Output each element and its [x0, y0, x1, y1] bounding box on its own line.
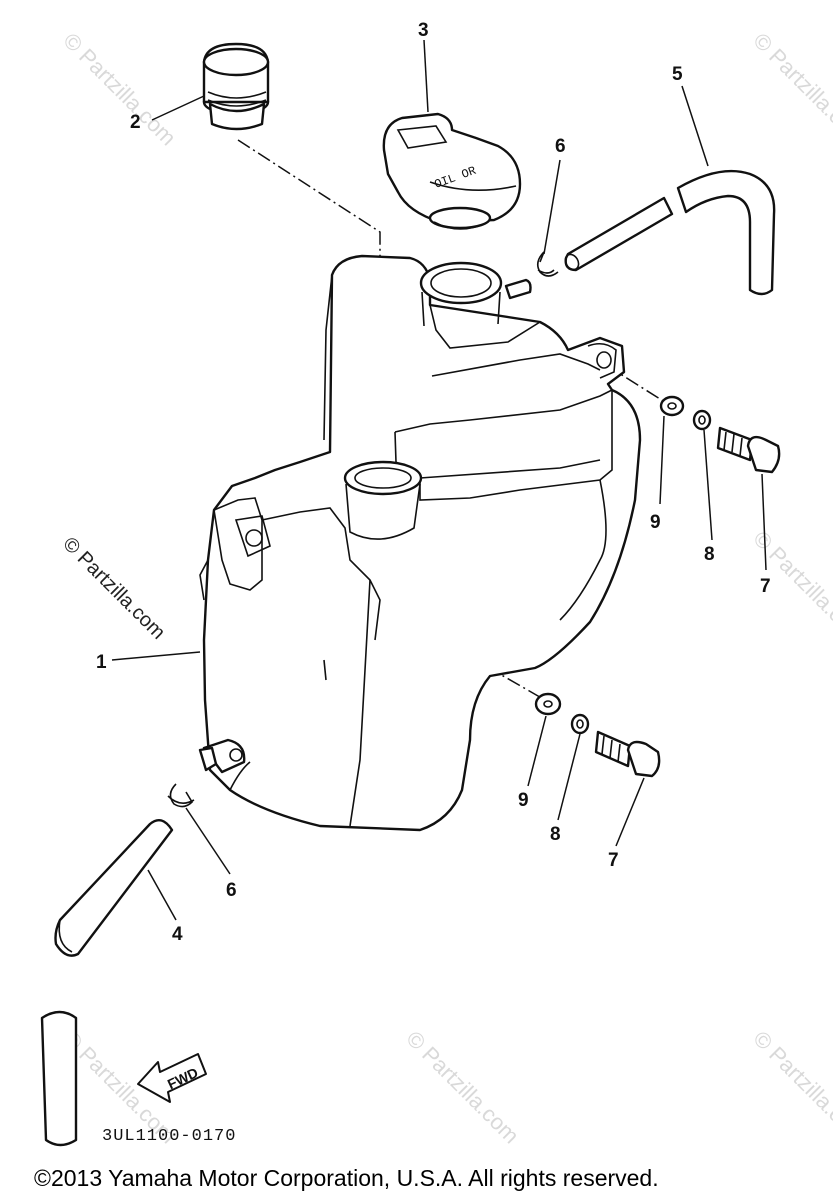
watermark: © Partzilla.com	[401, 1026, 524, 1149]
hose-clip	[167, 783, 195, 808]
upper-hose	[564, 169, 776, 296]
lock-washer-lower	[570, 713, 590, 735]
lower-hose	[40, 818, 174, 1147]
leader-lines	[111, 39, 767, 921]
fwd-arrow: FWD	[137, 1053, 207, 1103]
callout-3: 3	[418, 20, 429, 41]
copyright-notice: ©2013 Yamaha Motor Corporation, U.S.A. A…	[34, 1165, 659, 1191]
callouts: 2 3 5 6 1 4 6 9 8 7 9 8 7	[96, 20, 771, 945]
watermark: © Partzilla.com	[748, 28, 833, 151]
bolt-upper	[716, 426, 781, 474]
callout-8: 8	[704, 544, 715, 565]
callout-6: 6	[226, 880, 237, 901]
callout-4: 4	[172, 924, 183, 945]
bolt-lower	[594, 730, 661, 778]
upper-cap	[202, 42, 270, 131]
washer-lower	[534, 692, 562, 716]
watermark: © Partzilla.com	[748, 1026, 833, 1149]
callout-8: 8	[550, 824, 561, 845]
callout-5: 5	[672, 64, 683, 85]
reservoir-cap: OIL OR	[382, 112, 522, 230]
drawing-code: 3UL1100-0170	[102, 1127, 236, 1146]
callout-1: 1	[96, 652, 107, 673]
watermark-dark: © Partzilla.com	[58, 533, 169, 644]
washer-upper	[659, 395, 685, 417]
callout-2: 2	[130, 112, 141, 133]
callout-7: 7	[608, 850, 619, 871]
callout-7: 7	[760, 576, 771, 597]
callout-9: 9	[650, 512, 661, 533]
callout-9: 9	[518, 790, 529, 811]
lock-washer-upper	[692, 409, 712, 431]
hose-clip	[536, 251, 559, 277]
watermark: © Partzilla.com	[58, 28, 181, 151]
reservoir-tank	[198, 254, 642, 832]
callout-6: 6	[555, 136, 566, 157]
